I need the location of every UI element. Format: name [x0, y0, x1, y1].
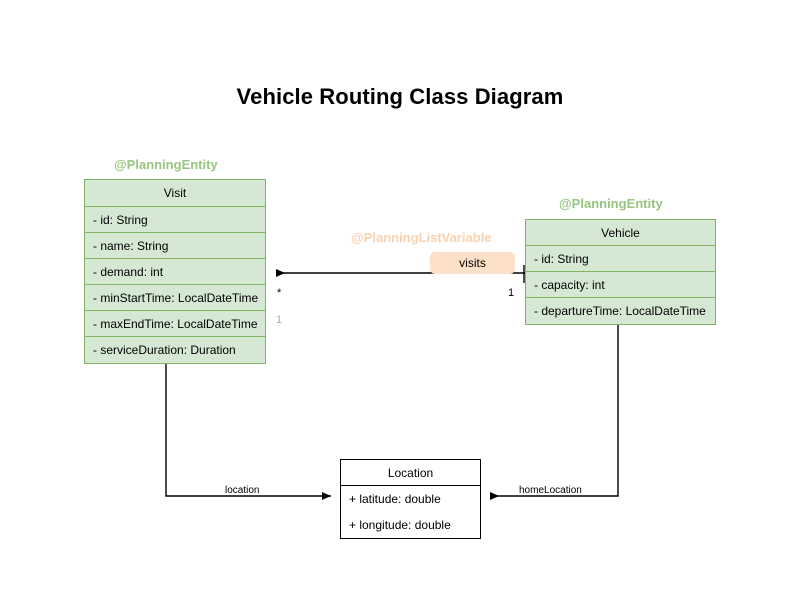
- class-attribute: - maxEndTime: LocalDateTime: [85, 311, 265, 337]
- stereotype-planning-list-variable: @PlanningListVariable: [351, 230, 492, 245]
- class-name-location: Location: [341, 460, 480, 486]
- edge-label-home-location: homeLocation: [519, 485, 582, 496]
- class-attribute: + longitude: double: [349, 518, 451, 532]
- multiplicity-vehicle-one: 1: [508, 287, 515, 299]
- multiplicity-visit-one: 1: [276, 314, 283, 326]
- class-name-vehicle: Vehicle: [526, 220, 715, 246]
- multiplicity-visit-many: *: [277, 287, 282, 299]
- class-attribute: + latitude: double: [349, 492, 441, 506]
- class-attribute: - name: String: [85, 233, 265, 259]
- class-attribute: - capacity: int: [526, 272, 715, 298]
- class-box-vehicle[interactable]: Vehicle - id: String - capacity: int - d…: [525, 219, 716, 325]
- class-box-location[interactable]: Location + latitude: double + longitude:…: [340, 459, 481, 539]
- class-attribute: - departureTime: LocalDateTime: [534, 304, 706, 318]
- stereotype-visit: @PlanningEntity: [114, 157, 218, 172]
- class-attribute: - demand: int: [85, 259, 265, 285]
- edge-label-location: location: [225, 485, 260, 496]
- stereotype-vehicle: @PlanningEntity: [559, 196, 663, 211]
- edge-badge-visits[interactable]: visits: [430, 252, 515, 274]
- class-attribute: - id: String: [526, 246, 715, 272]
- edge-vehicle-home-location: [490, 322, 619, 500]
- class-name-visit: Visit: [85, 180, 265, 207]
- edge-visit-location: [165, 362, 331, 500]
- class-box-visit[interactable]: Visit - id: String - name: String - dema…: [84, 179, 266, 364]
- class-attribute: - id: String: [85, 207, 265, 233]
- class-attribute: - serviceDuration: Duration: [93, 343, 236, 357]
- page-title: Vehicle Routing Class Diagram: [236, 84, 564, 109]
- class-attribute: - minStartTime: LocalDateTime: [85, 285, 265, 311]
